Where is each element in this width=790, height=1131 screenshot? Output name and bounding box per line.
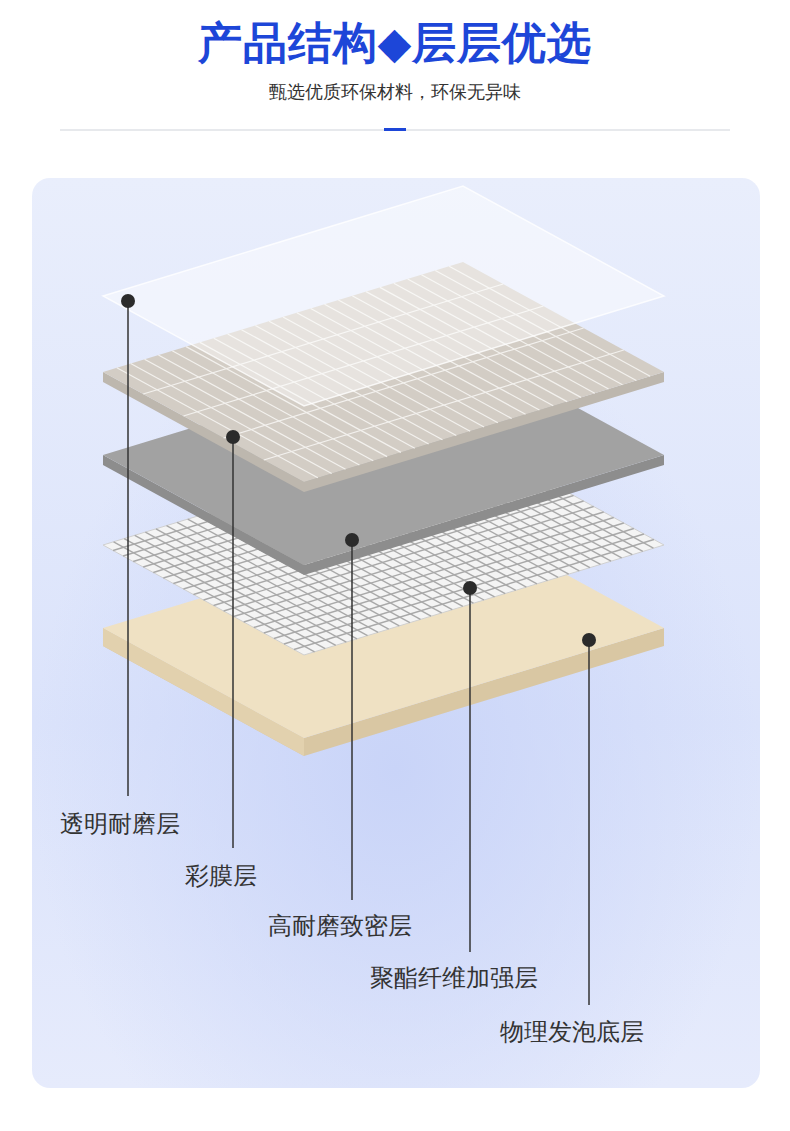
leader-lines — [128, 301, 589, 1005]
layer-label: 透明耐磨层 — [60, 808, 180, 840]
transparent-wear-layer — [103, 186, 664, 406]
layer-label: 高耐磨致密层 — [268, 910, 412, 942]
subtitle: 甄选优质环保材料，环保无异味 — [269, 80, 521, 104]
background-panel — [32, 178, 760, 1088]
background-glow — [32, 178, 760, 1088]
layer-label: 彩膜层 — [185, 860, 257, 892]
page-title: 产品结构◆层层优选 — [198, 14, 593, 73]
layer-label: 聚酯纤维加强层 — [370, 962, 538, 994]
layer-label: 物理发泡底层 — [500, 1016, 644, 1048]
divider-accent — [384, 128, 406, 131]
leader-dots — [121, 294, 596, 647]
